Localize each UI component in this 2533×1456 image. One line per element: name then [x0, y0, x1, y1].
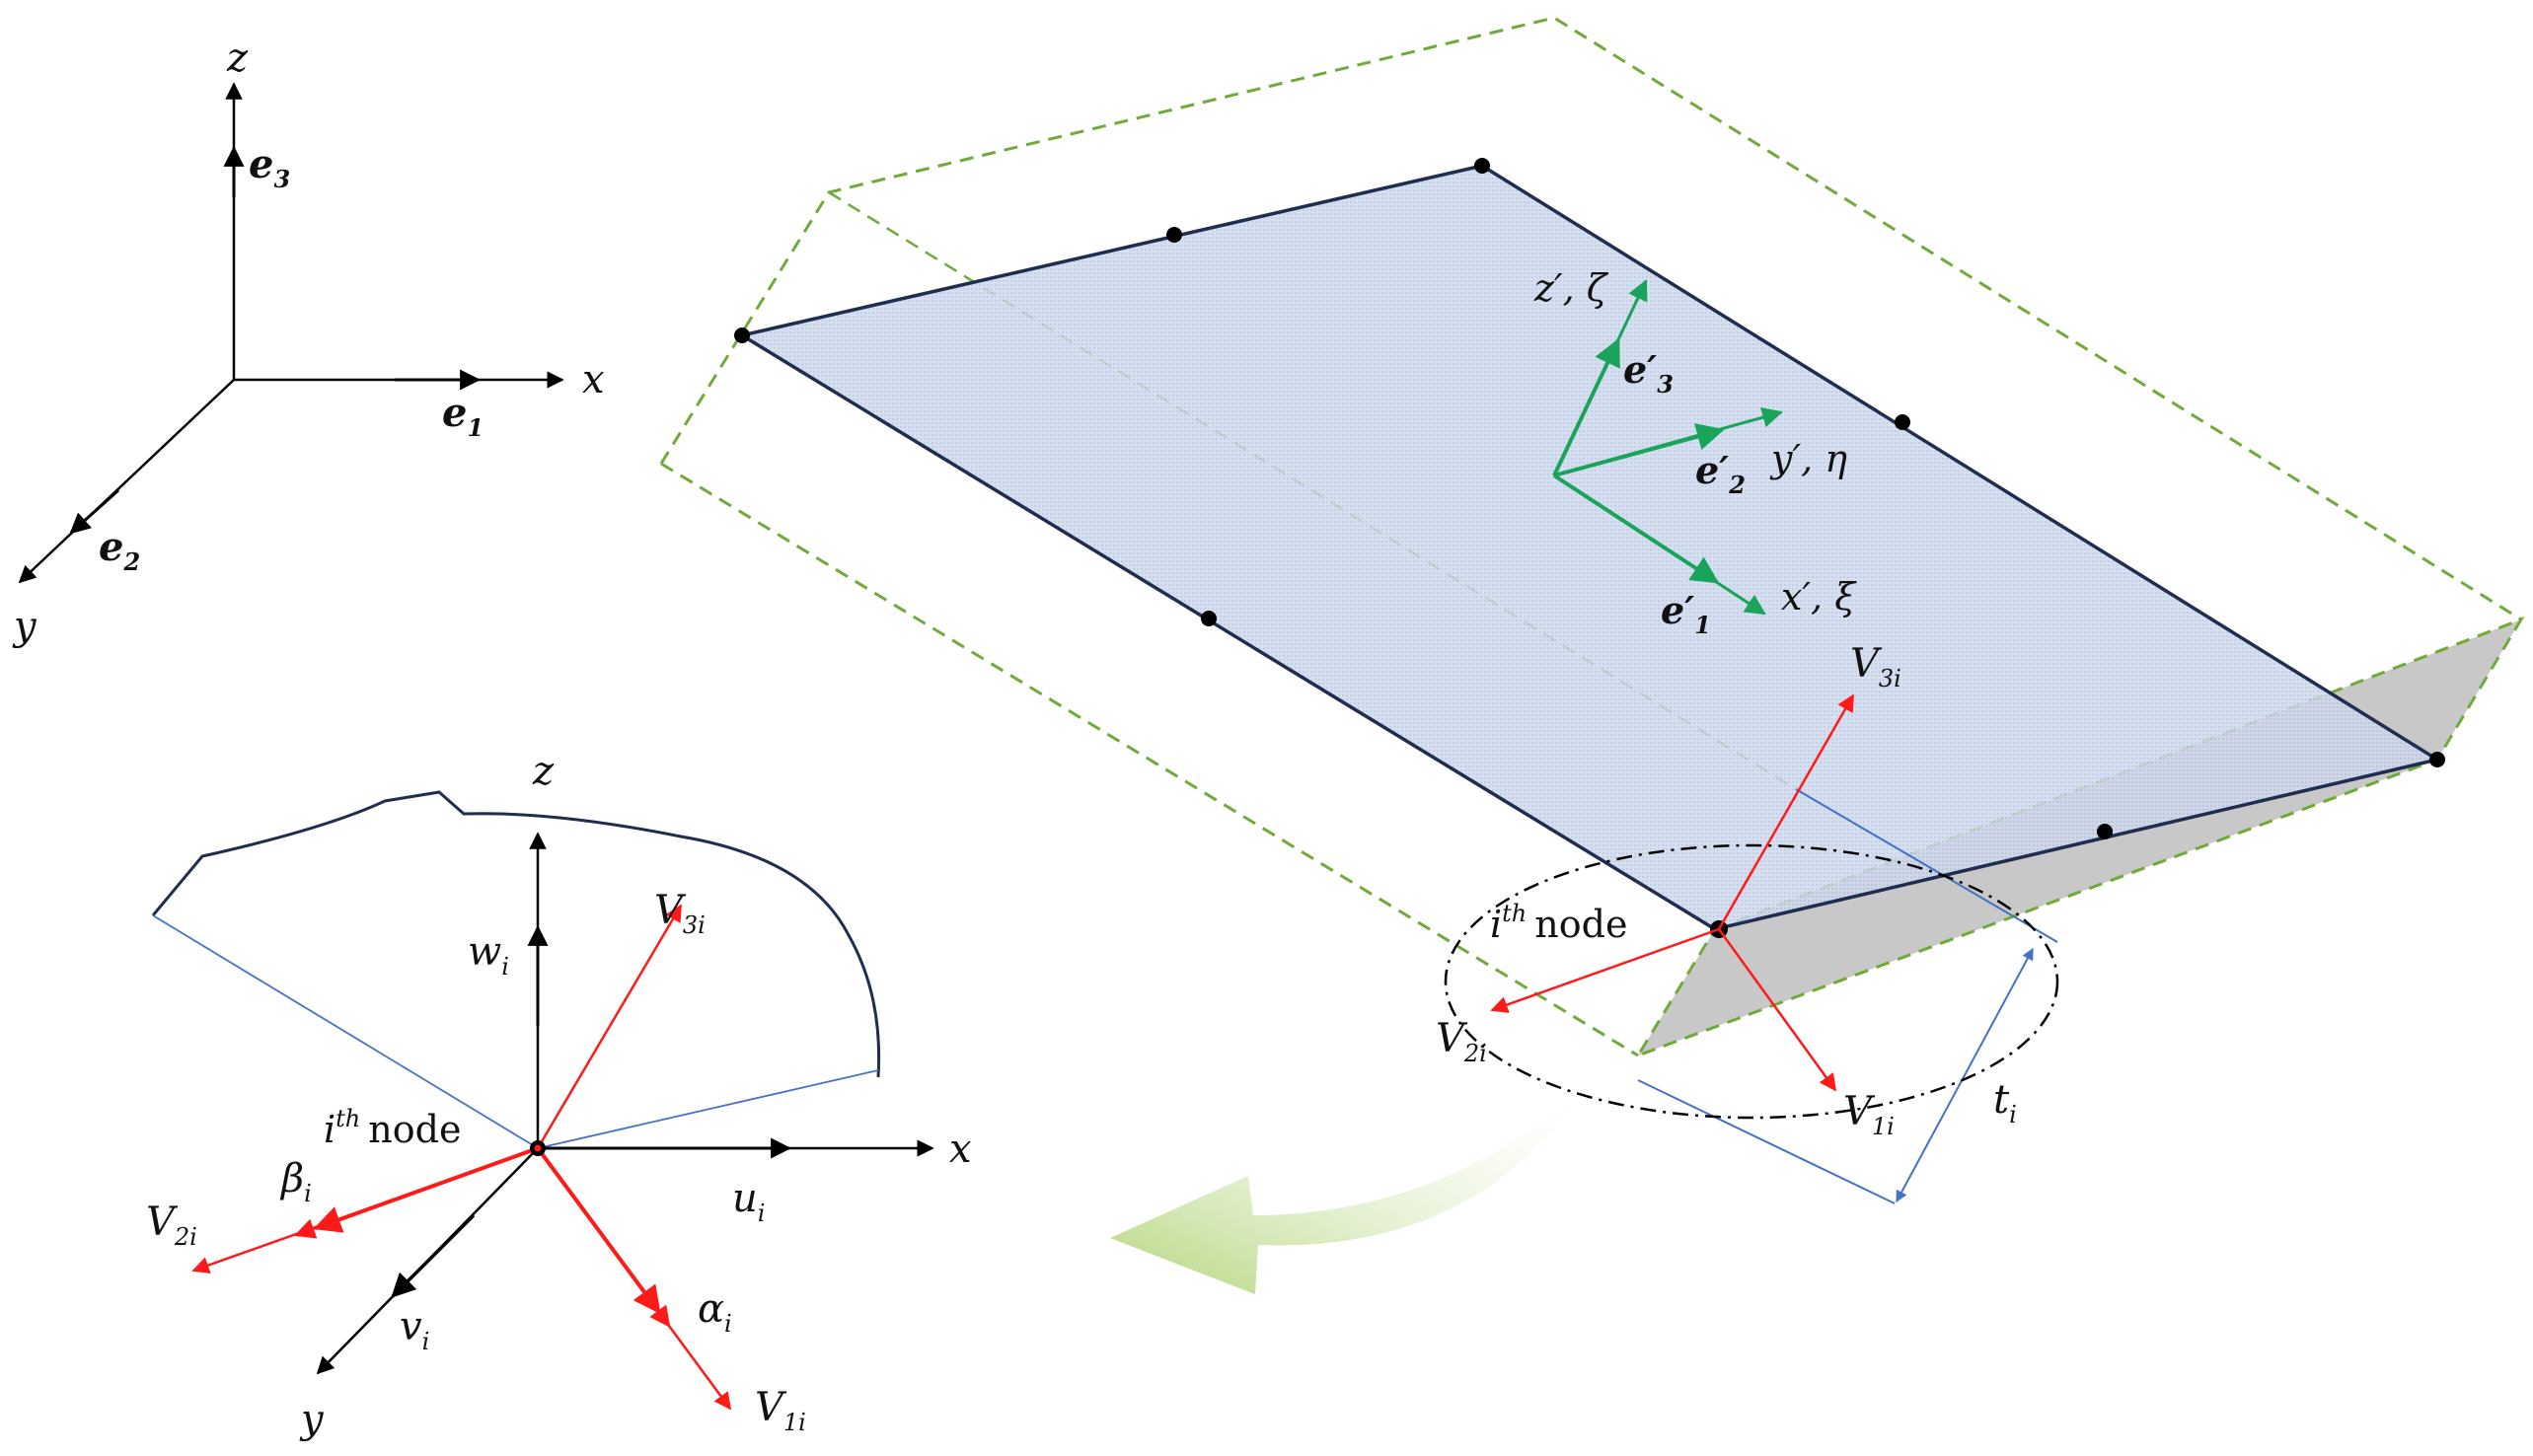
zoom-arrow — [1110, 1095, 1577, 1294]
detail-v-arrow — [391, 1213, 476, 1298]
v3-vector — [1717, 693, 1855, 930]
shell-element: z′, ζ y′, η x′, ξ e′3 e′2 e′1 V3i V2i V1… — [659, 16, 2525, 1204]
global-y-axis — [18, 379, 235, 584]
local-x-label: x′, ξ — [1781, 575, 1857, 619]
detail-v1-label: V1i — [755, 1385, 806, 1436]
local-axes — [1552, 279, 1784, 616]
detail-beta-label: βi — [279, 1156, 312, 1207]
global-z-label: z — [226, 36, 249, 81]
detail-w-label: wi — [468, 929, 509, 981]
local-y-label: y′, η — [1769, 437, 1847, 480]
thickness-dimension — [1896, 947, 2034, 1203]
v2-vector — [1490, 927, 1720, 1013]
detail-v-label: vi — [400, 1304, 429, 1355]
global-x-label: x — [582, 357, 605, 402]
global-e1-label: e1 — [442, 390, 484, 442]
local-e1-label: e′1 — [1661, 588, 1711, 639]
local-e3-arrow — [1552, 337, 1620, 476]
detail-node-dot-inner — [534, 1144, 542, 1152]
detail-alpha-arrow-2 — [536, 1147, 671, 1328]
local-e2-label: e′2 — [1695, 448, 1746, 499]
global-y-label: y — [12, 604, 37, 649]
local-e1-arrow — [1552, 473, 1720, 584]
node-dot — [734, 328, 750, 343]
element-v2-label: V2i — [1436, 1016, 1487, 1067]
surface-fragment-outline — [151, 790, 881, 1078]
detail-v3-label: V3i — [654, 888, 706, 939]
detail-x-label: x — [949, 1127, 972, 1172]
global-e3-label: e3 — [249, 141, 290, 193]
detail-alpha-label: αi — [698, 1286, 732, 1338]
thickness-ref-line-b — [1637, 1079, 1896, 1204]
detail-beta-arrow-2 — [294, 1146, 539, 1239]
node-dot — [1895, 414, 1910, 430]
detail-y-label: y — [299, 1397, 325, 1442]
v1-vector — [1717, 928, 1837, 1092]
detail-u-label: ui — [732, 1176, 765, 1227]
element-v3-label: V3i — [1850, 641, 1901, 692]
element-v1-label: V1i — [1843, 1089, 1895, 1140]
global-axes: z x y e3 e1 e2 — [12, 36, 605, 649]
thickness-label: ti — [1993, 1077, 2017, 1128]
node-dot — [2097, 824, 2113, 839]
node-highlight-ellipse — [1444, 843, 2059, 1120]
node-dot — [1474, 158, 1490, 174]
global-e2-arrow — [69, 488, 120, 535]
local-e3-label: e′3 — [1623, 347, 1674, 399]
detail-z-label: z — [532, 749, 555, 794]
local-z-label: z′, ζ — [1533, 266, 1609, 310]
node-dot — [1201, 611, 1217, 626]
thickness-ref-line-a — [1795, 788, 2058, 943]
node-dot — [1166, 227, 1182, 243]
global-e2-label: e2 — [99, 524, 140, 576]
local-e2-arrow — [1553, 423, 1725, 477]
fragment-edge-left — [152, 914, 539, 1149]
thickness-box-top — [659, 16, 2522, 621]
node-dot — [2429, 752, 2445, 767]
detail-v3-vector — [536, 904, 683, 1149]
fragment-edge-right — [537, 1069, 879, 1149]
thickness-box-left — [660, 462, 1639, 1057]
detail-v2-label: V2i — [146, 1200, 197, 1251]
